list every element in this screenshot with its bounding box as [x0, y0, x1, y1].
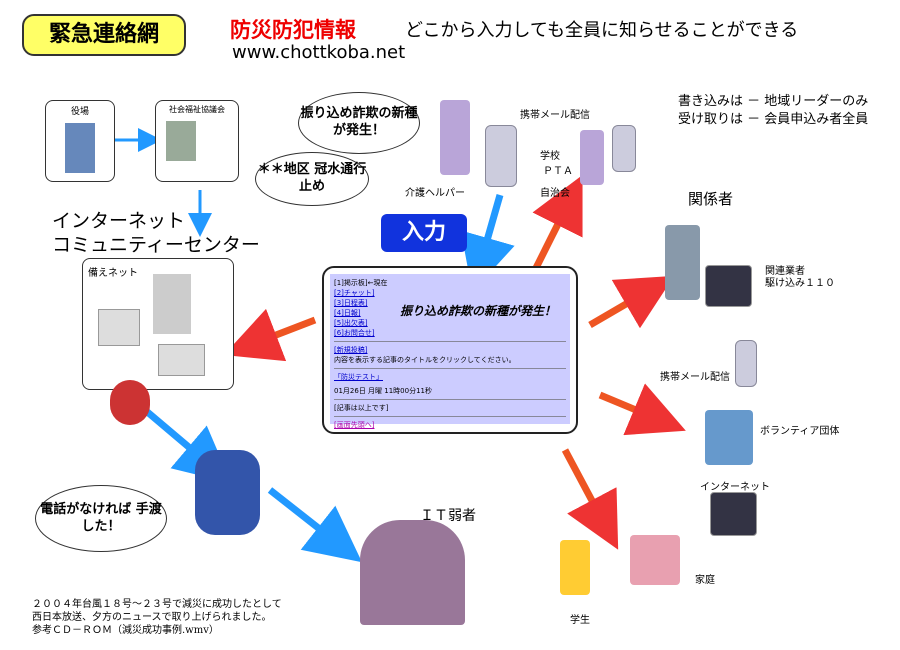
flood-bubble: ＊＊地区 冠水通行止め [255, 152, 369, 206]
mobile-mail-label-2: 携帯メール配信 [660, 372, 730, 383]
bbs-screen: [1]掲示板]←現在 [2]チャット] [3]日程表] [4]日報] [5]出欠… [322, 266, 578, 434]
computer-icon [98, 309, 140, 346]
top-link[interactable]: [画面先頭へ] [334, 421, 375, 429]
student-figure [560, 540, 590, 595]
read-note: 受け取りは － 会員申込み者全員 [678, 112, 869, 127]
article-link[interactable]: 「防災テスト」 [334, 373, 383, 381]
town-hall-label: 役場 [70, 107, 89, 117]
page-title: 緊急連絡網 [22, 14, 186, 56]
building-icon [166, 121, 196, 161]
mobile-phone-icon [735, 340, 757, 387]
laptop-icon [710, 492, 757, 536]
internet-label: インターネット [700, 482, 770, 493]
laptop-icon [705, 265, 752, 307]
elderly-figure [360, 520, 465, 625]
pta-figure [580, 130, 604, 185]
instruction-text: 内容を表示する記事のタイトルをクリックしてください。 [334, 356, 516, 364]
phone-bubble: 電話がなければ 手渡した！ [35, 485, 167, 552]
sonae-net-label: 備えネット [88, 268, 138, 279]
mobile-mail-label: 携帯メール配信 [520, 110, 590, 121]
town-hall-box: 役場 [45, 100, 115, 182]
menu-item[interactable]: [1]掲示板]←現在 [334, 279, 388, 287]
menu-item[interactable]: [5]出欠表] [334, 319, 368, 327]
it-weak-label: ＩＴ弱者 [420, 508, 476, 524]
menu-item[interactable]: [3]日程表] [334, 299, 368, 307]
jichikai-label: 自治会 [540, 188, 570, 199]
tagline: どこから入力しても全員に知らせることができる [405, 20, 799, 41]
article-datetime: 01月26日 月曜 11時00分11秒 [334, 387, 432, 395]
footer-line: 参考ＣＤ－ＲＯＭ（減災成功事例.wmv） [32, 625, 219, 636]
welfare-label: 社会福祉協議会 [169, 105, 225, 114]
footer-line: ２００４年台風１８号～２３号で減災に成功したとして [32, 599, 282, 610]
family-figure [630, 535, 680, 585]
copier-icon [153, 274, 191, 334]
footer-note: ２００４年台風１８号～２３号で減災に成功したとして 西日本放送、夕方のニュースで… [32, 598, 282, 637]
site-url[interactable]: www.chottkoba.net [232, 42, 406, 63]
menu-item[interactable]: [6]お問合せ] [334, 329, 375, 337]
welfare-box: 社会福祉協議会 [155, 100, 239, 182]
footer-line: 西日本放送、夕方のニュースで取り上げられました。 [32, 612, 272, 623]
mobile-phone-icon [485, 125, 517, 187]
businessman-figure [665, 225, 700, 300]
scooter-rider-figure [195, 450, 260, 535]
care-helper-figure [440, 100, 470, 175]
sonae-net-box: 備えネット [82, 258, 234, 390]
kankeisha-label: 関係者 [688, 190, 734, 208]
pta-label: ＰＴＡ [543, 166, 573, 177]
student-label: 学生 [570, 615, 590, 626]
menu-item[interactable]: [4]日報] [334, 309, 361, 317]
internet-center-label-2: コミュニティーセンター [52, 234, 260, 256]
school-label: 学校 [540, 151, 560, 162]
end-text: [記事は以上です] [334, 404, 389, 412]
menu-item[interactable]: [2]チャット] [334, 289, 375, 297]
building-icon [65, 123, 95, 173]
care-helper-label: 介護ヘルパー [405, 188, 465, 199]
kaketsuke-label: 駆け込み１１０ [765, 278, 835, 289]
scooter-icon [110, 380, 150, 425]
volunteer-label: ボランティア団体 [760, 426, 840, 437]
headline: 防災防犯情報 [230, 18, 356, 42]
fax-icon [158, 344, 205, 376]
volunteer-figure [705, 410, 753, 465]
family-label: 家庭 [695, 575, 715, 586]
screen-headline: 振り込め詐欺の新種が発生！ [400, 304, 557, 318]
input-button[interactable]: 入力 [381, 214, 467, 252]
write-note: 書き込みは － 地域リーダーのみ [678, 94, 869, 109]
new-post-link[interactable]: [新規投稿] [334, 346, 368, 354]
mobile-phone-icon [612, 125, 636, 172]
fraud-bubble: 振り込め詐欺の新種が発生！ [298, 92, 420, 154]
internet-center-label-1: インターネット [52, 210, 186, 232]
kanren-label: 関連業者 [765, 266, 805, 277]
